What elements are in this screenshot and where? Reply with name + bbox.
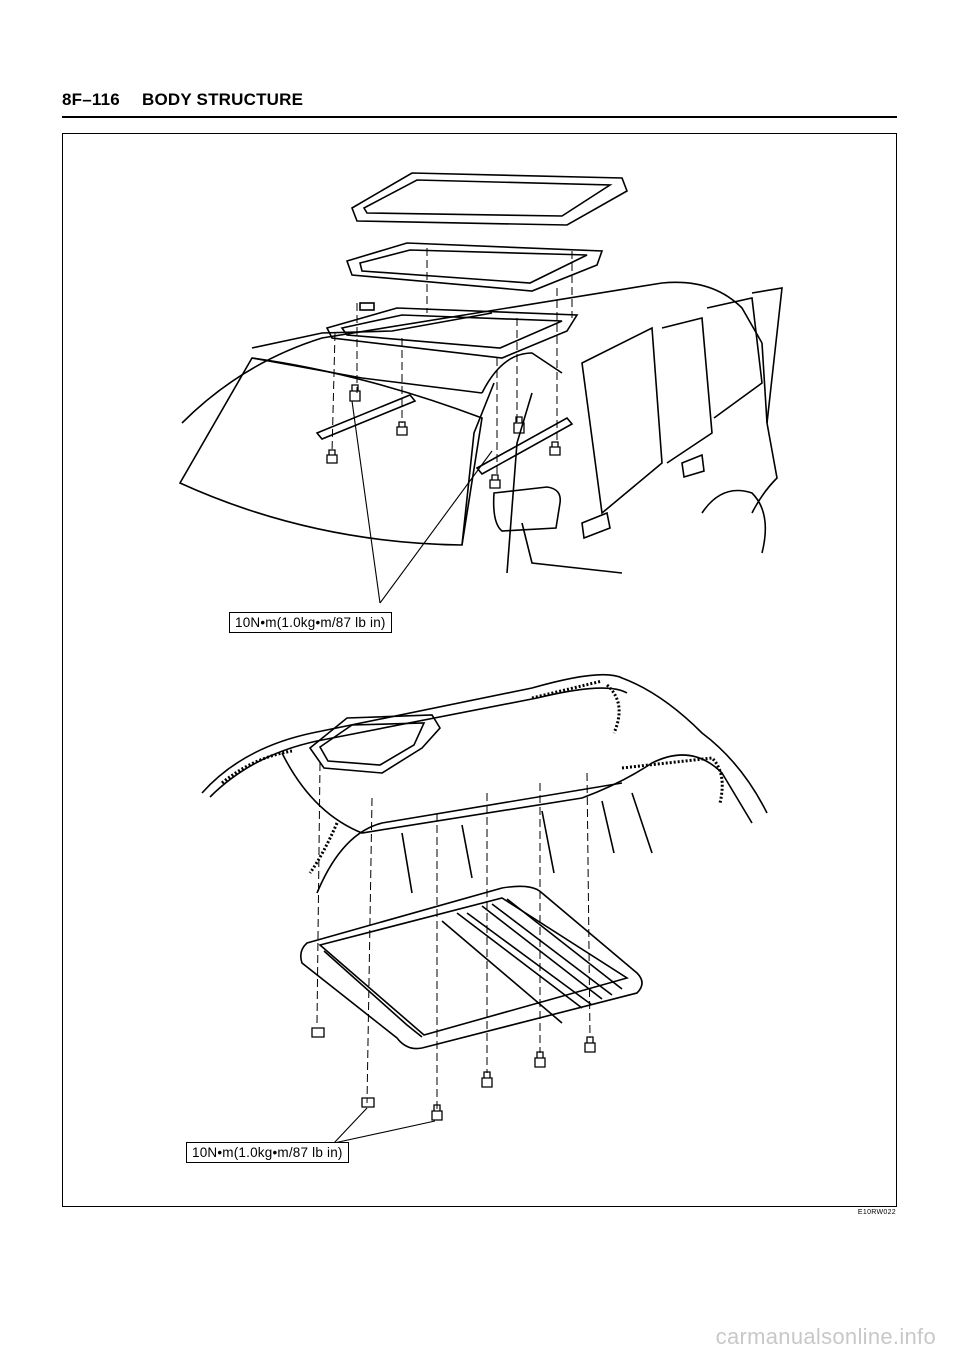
figure-frame [62,133,897,1207]
torque-spec-label-bottom: 10N•m(1.0kg•m/87 lb in) [186,1142,349,1163]
watermark: carmanualsonline.info [715,1324,936,1349]
top-vehicle-view [178,172,783,604]
bottom-roof-housing-view [201,673,768,1144]
header-rule [62,116,897,118]
sunroof-exploded-diagram [178,172,783,1144]
torque-spec-label-top: 10N•m(1.0kg•m/87 lb in) [229,612,392,633]
page-header: 8F–116 BODY STRUCTURE [62,88,897,118]
page-number: 8F–116 [62,90,120,109]
figure-code: E10RW022 [857,1209,896,1216]
section-title: BODY STRUCTURE [142,90,304,109]
